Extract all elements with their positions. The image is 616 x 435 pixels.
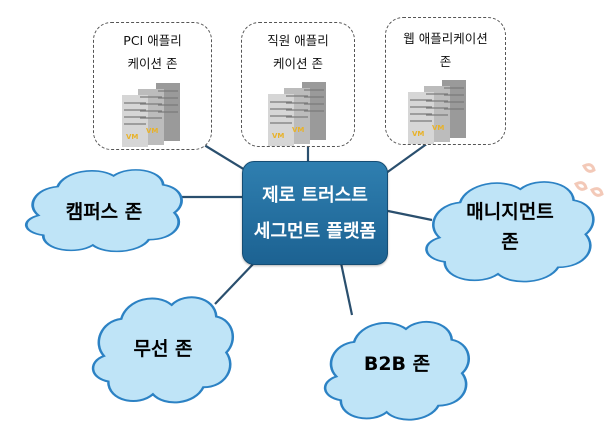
cloud-b2b-label: B2B 존 [337,349,457,379]
app-zone-web: 웹 애플리케이션 존 VM VM [385,17,506,145]
connector-management [387,209,433,222]
app-zone-employee: 직원 애플리 케이션 존 VM VM [241,22,355,147]
vm-badge: VM [292,126,304,134]
cloud-label-line1: 무선 존 [133,338,193,360]
app-zone-label-line1: 웹 애플리케이션 [403,31,488,46]
zero-trust-platform: 제로 트러스트 세그먼트 플랫폼 [242,161,388,265]
connector-web [381,142,429,177]
watermark-mark [573,163,604,197]
cloud-label-line1: 캠퍼스 존 [65,201,143,223]
app-zone-label-line2: 존 [439,54,452,69]
server-rack-icon: VM VM [268,82,326,146]
server-rack-icon: VM VM [408,80,466,144]
connector-wireless [214,261,256,305]
app-zone-label-line2: 케이션 존 [127,56,178,71]
cloud-label-line1: 매니지먼트 [466,201,554,223]
vm-badge: VM [146,127,158,135]
vm-badge: VM [272,132,284,140]
cloud-label-line1: B2B 존 [363,353,431,375]
connector-b2b [339,262,354,316]
app-zone-pci: PCI 애플리 케이션 존 VM VM [93,22,212,150]
platform-label-line2: 세그먼트 플랫폼 [253,221,377,242]
cloud-campus-label: 캠퍼스 존 [44,197,164,227]
platform-label: 제로 트러스트 세그먼트 플랫폼 [243,178,387,250]
vm-badge: VM [432,124,444,132]
platform-label-line1: 제로 트러스트 [262,185,368,206]
app-zone-label-line1: PCI 애플리 [123,33,182,48]
app-zone-web-label: 웹 애플리케이션 존 [386,27,505,73]
app-zone-label-line1: 직원 애플리 [267,33,329,48]
cloud-label-line2: 존 [501,231,519,253]
server-rack-icon: VM VM [122,83,180,147]
app-zone-employee-label: 직원 애플리 케이션 존 [242,29,354,75]
vm-badge: VM [412,130,424,138]
app-zone-label-line2: 케이션 존 [273,56,323,71]
vm-badge: VM [126,133,138,141]
cloud-wireless-label: 무선 존 [103,334,223,364]
cloud-management-label: 매니지먼트 존 [440,197,580,257]
app-zone-pci-label: PCI 애플리 케이션 존 [94,29,211,75]
